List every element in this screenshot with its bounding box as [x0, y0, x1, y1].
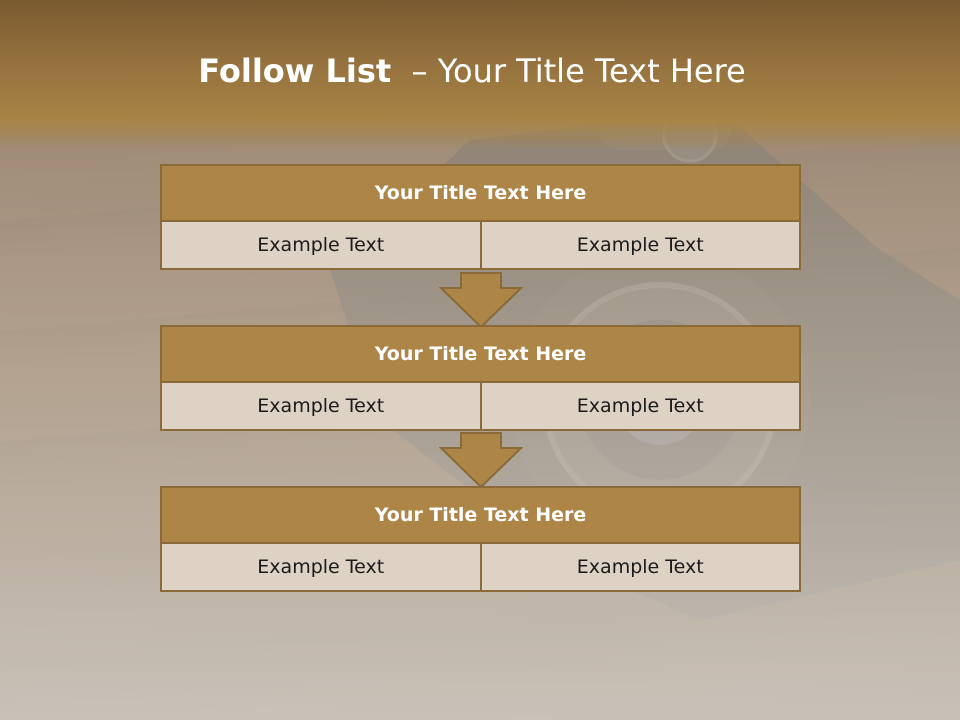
- step-box-1: Your Title Text Here Example Text Exampl…: [160, 164, 801, 270]
- step-heading: Your Title Text Here: [162, 488, 799, 544]
- slide-title: Follow List – Your Title Text Here: [0, 52, 944, 90]
- step-row: Example Text Example Text: [162, 383, 799, 429]
- step-cell-right: Example Text: [479, 222, 800, 268]
- down-arrow-icon: [439, 272, 523, 328]
- step-cell-left: Example Text: [257, 234, 385, 256]
- step-cell-left: Example Text: [257, 556, 385, 578]
- step-row: Example Text Example Text: [162, 222, 799, 268]
- step-box-2: Your Title Text Here Example Text Exampl…: [160, 325, 801, 431]
- step-heading: Your Title Text Here: [162, 327, 799, 383]
- down-arrow-icon: [439, 432, 523, 488]
- step-cell-left: Example Text: [257, 395, 385, 417]
- header-band: [0, 0, 960, 150]
- step-cell-right: Example Text: [479, 383, 800, 429]
- slide-title-rest: – Your Title Text Here: [391, 52, 746, 90]
- step-cell-right: Example Text: [479, 544, 800, 590]
- slide-title-bold: Follow List: [198, 52, 392, 90]
- step-box-3: Your Title Text Here Example Text Exampl…: [160, 486, 801, 592]
- step-heading: Your Title Text Here: [162, 166, 799, 222]
- step-row: Example Text Example Text: [162, 544, 799, 590]
